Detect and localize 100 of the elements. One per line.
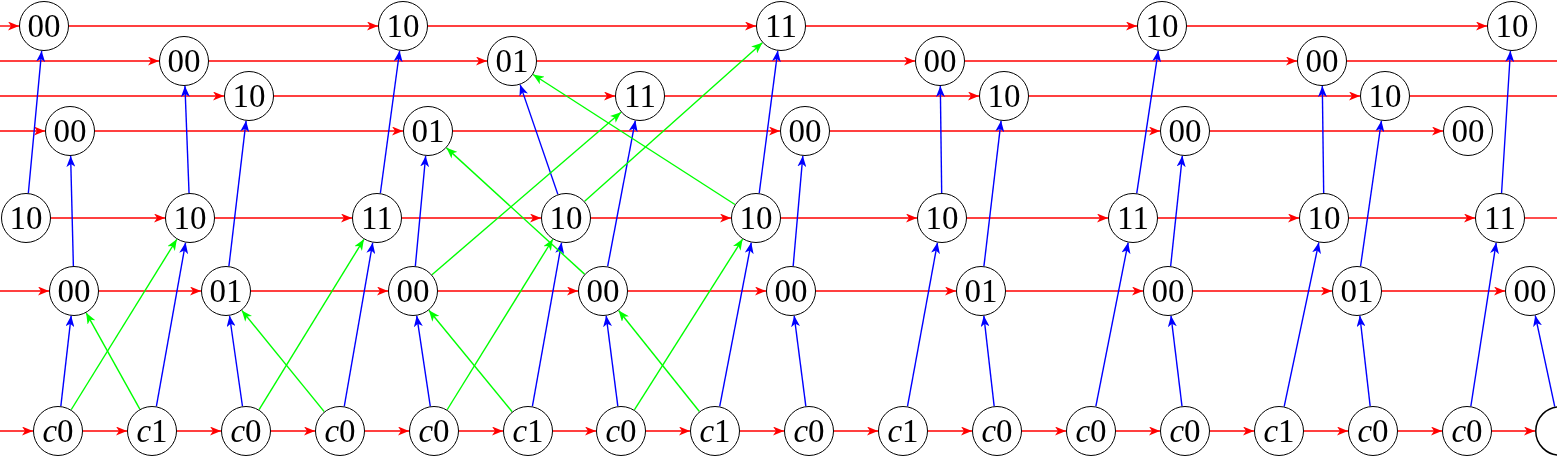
arrow <box>966 213 1109 223</box>
arrow <box>1500 50 1515 194</box>
arrow <box>176 426 222 436</box>
arrow <box>458 426 504 436</box>
arrow <box>155 241 189 408</box>
arrow <box>980 315 995 407</box>
arrow <box>606 119 638 268</box>
arrow <box>791 315 807 407</box>
arrow <box>531 241 565 408</box>
arrow <box>0 126 46 136</box>
arrow <box>664 91 980 101</box>
arrow <box>1381 286 1506 296</box>
arrow <box>1397 426 1443 436</box>
arrow <box>208 56 488 66</box>
arrow <box>792 155 807 267</box>
arrow <box>98 286 202 296</box>
arrow <box>805 21 1138 31</box>
arrow <box>0 56 160 66</box>
arrow <box>214 213 353 223</box>
arrow <box>1209 126 1444 136</box>
arrow <box>1115 426 1161 436</box>
arrow <box>815 286 957 296</box>
arrow <box>1356 315 1371 407</box>
arrow <box>445 147 586 275</box>
arrow <box>226 315 244 407</box>
arrow <box>1348 213 1476 223</box>
arrow <box>50 213 166 223</box>
arrow <box>0 286 50 296</box>
arrow <box>228 120 250 267</box>
arrow <box>1021 426 1067 436</box>
arrow <box>431 111 622 276</box>
arrow <box>1359 120 1385 267</box>
arrow <box>583 41 764 203</box>
connector-line <box>1524 217 1557 219</box>
arrow <box>1303 426 1349 436</box>
arrow <box>364 426 410 436</box>
arrow <box>1209 426 1255 436</box>
arrow <box>379 50 403 194</box>
arrow <box>27 50 46 194</box>
arrow <box>1470 242 1499 407</box>
arrow <box>552 426 597 436</box>
arrow <box>66 155 76 267</box>
arrow <box>437 286 579 296</box>
arrow <box>603 315 619 407</box>
arrow <box>1533 314 1556 408</box>
arrow <box>645 426 691 436</box>
arrow <box>590 213 732 223</box>
arrow <box>927 426 973 436</box>
arrow <box>273 91 616 101</box>
arrow <box>68 21 379 31</box>
arrow <box>452 126 781 136</box>
arrow <box>258 238 365 411</box>
arrow <box>633 238 744 411</box>
arrow <box>532 73 736 206</box>
arrow <box>1028 91 1361 101</box>
arrow <box>1095 241 1131 408</box>
connector-line <box>1409 95 1557 97</box>
arrow <box>0 91 225 101</box>
arrow <box>413 315 431 407</box>
arrow <box>719 241 754 408</box>
arrow <box>85 312 141 410</box>
arrow <box>1157 213 1300 223</box>
arrow <box>343 241 376 408</box>
arrow <box>60 315 75 407</box>
arrow <box>70 238 178 411</box>
arrow <box>964 56 1298 66</box>
arrow <box>1491 426 1536 436</box>
arrow <box>241 309 325 413</box>
arrow <box>82 426 128 436</box>
arrow <box>1167 315 1183 407</box>
arrow <box>427 21 757 31</box>
arrow <box>428 309 513 413</box>
arrow <box>1005 286 1144 296</box>
arrow <box>270 426 316 436</box>
arrow <box>983 120 1005 267</box>
arrow <box>536 56 916 66</box>
arrow <box>180 85 190 194</box>
arrow <box>1169 155 1186 267</box>
arrow <box>758 50 781 194</box>
arrow <box>250 286 389 296</box>
arrow <box>401 213 542 223</box>
arrow <box>1283 241 1321 408</box>
arrow <box>906 241 940 408</box>
arrow <box>833 426 879 436</box>
arrow <box>1192 286 1333 296</box>
arrow <box>739 426 785 436</box>
arrow <box>935 85 945 194</box>
arrow <box>0 426 34 436</box>
arrow <box>627 286 767 296</box>
connector-line <box>1346 60 1557 62</box>
arrow <box>414 155 430 267</box>
arrow <box>1317 85 1327 194</box>
arrow <box>1186 21 1488 31</box>
arrow <box>94 126 404 136</box>
arrow <box>446 238 554 411</box>
arrow <box>780 213 918 223</box>
arrow <box>0 21 20 31</box>
arrow <box>617 309 701 413</box>
arrow <box>829 126 1161 136</box>
arrow <box>1136 50 1162 194</box>
